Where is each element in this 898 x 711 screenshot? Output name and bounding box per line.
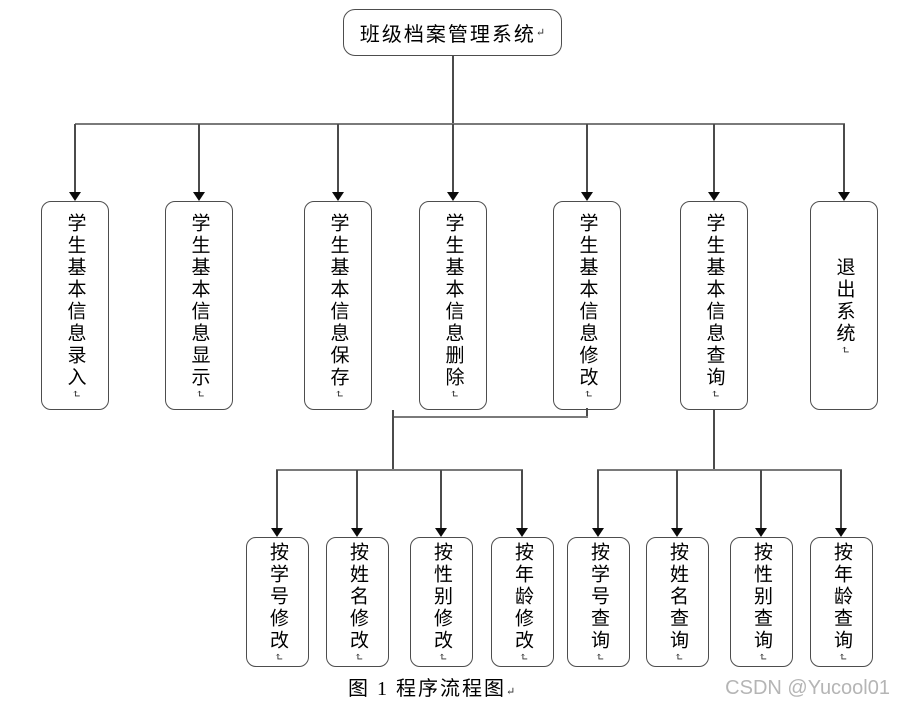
paragraph-return-mark: ↵	[332, 388, 345, 399]
paragraph-return-mark: ↵	[708, 388, 721, 399]
node-label: 按年龄查询	[831, 542, 852, 653]
node-label: 按姓名查询	[667, 542, 688, 653]
paragraph-return-mark: ↵	[436, 652, 448, 662]
arrow-down-icon	[516, 528, 528, 537]
connector-line	[597, 469, 842, 471]
csdn-watermark: CSDN @Yucool01	[725, 677, 890, 699]
node-info-modify: 学生基本信息修改↵	[553, 201, 621, 410]
node-label: 按性别查询	[751, 542, 772, 653]
connector-line	[440, 470, 442, 529]
paragraph-return-mark: ↵	[69, 388, 82, 399]
node-label: 学生基本信息显示	[188, 212, 210, 389]
node-modify-by-gender: 按性别修改↵	[410, 537, 473, 667]
paragraph-return-mark: ↵	[836, 652, 848, 662]
node-info-delete: 学生基本信息删除↵	[419, 201, 487, 410]
connector-line	[337, 124, 339, 193]
connector-line	[74, 124, 76, 193]
node-query-by-name: 按姓名查询↵	[646, 537, 709, 667]
arrow-down-icon	[193, 192, 205, 201]
paragraph-return-mark: ↵	[535, 27, 546, 39]
paragraph-return-mark: ↵	[838, 344, 851, 355]
paragraph-return-mark: ↵	[672, 652, 684, 662]
connector-line	[760, 470, 762, 529]
paragraph-return-mark: ↵	[447, 388, 460, 399]
paragraph-return-mark: ↵	[272, 652, 284, 662]
arrow-down-icon	[838, 192, 850, 201]
connector-line	[392, 416, 588, 418]
node-label: 学生基本信息查询	[703, 212, 725, 389]
connector-line	[75, 123, 845, 125]
connector-line	[356, 470, 358, 529]
arrow-down-icon	[671, 528, 683, 537]
paragraph-return-mark: ↵	[517, 652, 529, 662]
paragraph-return-mark: ↵	[756, 652, 768, 662]
connector-line	[586, 124, 588, 193]
connector-line	[840, 470, 842, 529]
node-label: 学生基本信息保存	[327, 212, 349, 389]
figure-caption-text: 图 1 程序流程图	[348, 678, 506, 700]
connector-line	[843, 124, 845, 193]
arrow-down-icon	[581, 192, 593, 201]
connector-line	[198, 124, 200, 193]
node-info-entry: 学生基本信息录入↵	[41, 201, 109, 410]
node-query-by-gender: 按性别查询↵	[730, 537, 793, 667]
node-label: 按学号修改	[267, 542, 288, 653]
connector-line	[392, 410, 394, 470]
node-label: 按学号查询	[588, 542, 609, 653]
node-label: 学生基本信息录入	[64, 212, 86, 389]
node-modify-by-age: 按年龄修改↵	[491, 537, 554, 667]
node-label: 学生基本信息删除	[442, 212, 464, 389]
node-label: 退出系统	[833, 256, 855, 345]
arrow-down-icon	[708, 192, 720, 201]
node-system-root-label: 班级档案管理系统	[359, 24, 536, 46]
node-system-root: 班级档案管理系统↵	[343, 9, 562, 56]
paragraph-return-mark: ↵	[581, 388, 594, 399]
connector-line	[276, 469, 523, 471]
arrow-down-icon	[755, 528, 767, 537]
connector-line	[521, 470, 523, 529]
node-info-display: 学生基本信息显示↵	[165, 201, 233, 410]
arrow-down-icon	[447, 192, 459, 201]
node-label: 按姓名修改	[347, 542, 368, 653]
connector-line	[713, 124, 715, 193]
node-label: 学生基本信息修改	[576, 212, 598, 389]
arrow-down-icon	[332, 192, 344, 201]
connector-line	[452, 56, 454, 124]
connector-line	[276, 470, 278, 529]
node-query-by-age: 按年龄查询↵	[810, 537, 873, 667]
node-modify-by-id: 按学号修改↵	[246, 537, 309, 667]
connector-line	[586, 408, 588, 418]
node-label: 按性别修改	[431, 542, 452, 653]
node-info-save: 学生基本信息保存↵	[304, 201, 372, 410]
connector-line	[713, 410, 715, 470]
paragraph-return-mark: ↵	[352, 652, 364, 662]
node-label: 按年龄修改	[512, 542, 533, 653]
paragraph-return-mark: ↵	[193, 388, 206, 399]
arrow-down-icon	[835, 528, 847, 537]
node-modify-by-name: 按姓名修改↵	[326, 537, 389, 667]
arrow-down-icon	[69, 192, 81, 201]
connector-line	[452, 124, 454, 193]
connector-line	[676, 470, 678, 529]
node-query-by-id: 按学号查询↵	[567, 537, 630, 667]
arrow-down-icon	[435, 528, 447, 537]
figure-caption: 图 1 程序流程图↵	[348, 672, 515, 701]
arrow-down-icon	[271, 528, 283, 537]
node-info-query: 学生基本信息查询↵	[680, 201, 748, 410]
paragraph-return-mark: ↵	[593, 652, 605, 662]
node-exit-system: 退出系统↵	[810, 201, 878, 410]
paragraph-return-mark: ↵	[506, 686, 516, 698]
arrow-down-icon	[592, 528, 604, 537]
arrow-down-icon	[351, 528, 363, 537]
connector-line	[597, 470, 599, 529]
